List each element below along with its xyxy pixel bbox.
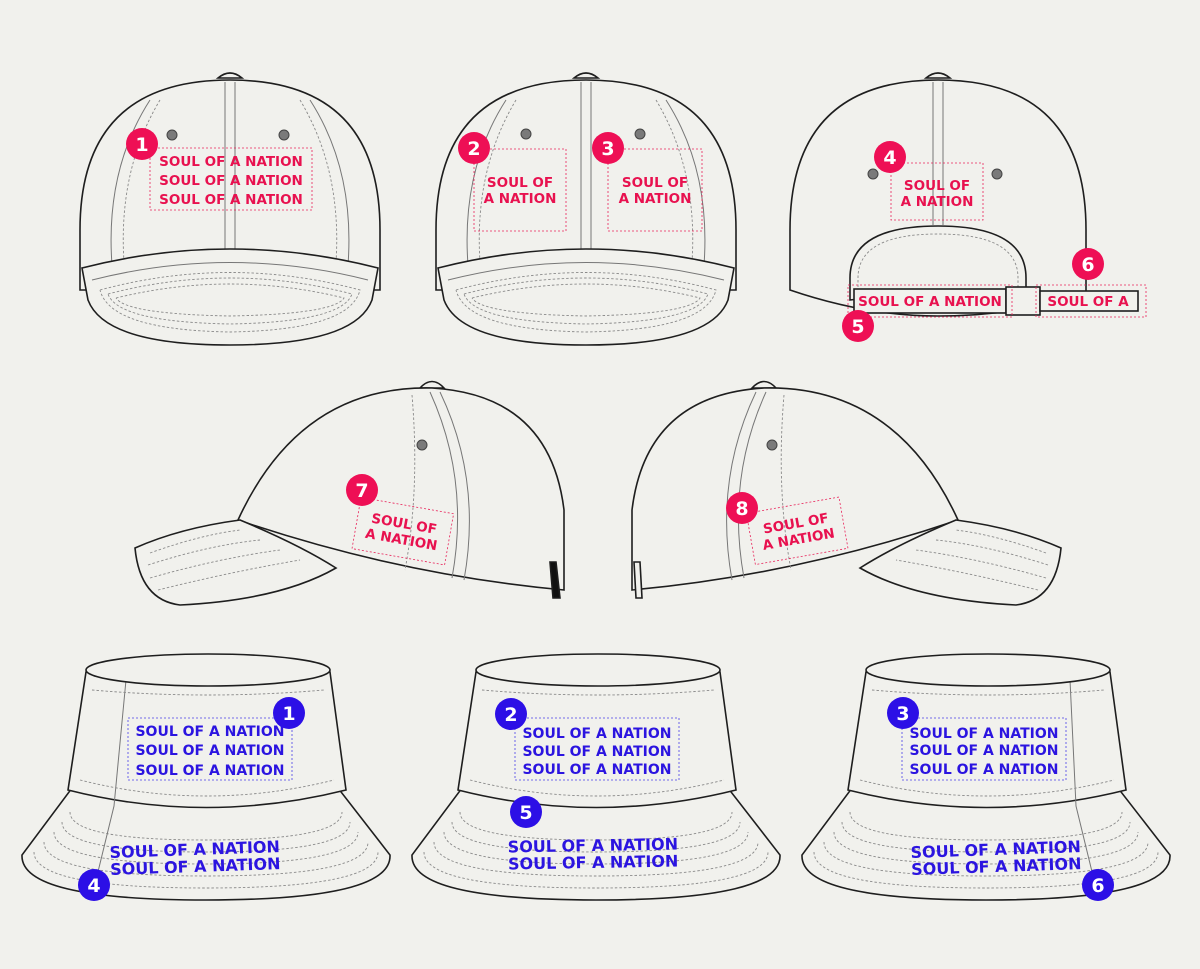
bucket-2-brim-text-line-1: SOUL OF A NATION [508, 835, 679, 857]
bucket-3-crown-text-line-1: SOUL OF A NATION [909, 726, 1058, 742]
cap-marker-4-label: 4 [883, 147, 896, 169]
cap-back-text-bottom: A NATION [901, 194, 974, 210]
cap-marker-8-label: 8 [735, 498, 748, 520]
bucket-marker-2: 2 [495, 698, 527, 730]
bucket-2-crown-text-line-3: SOUL OF A NATION [522, 762, 671, 778]
cap-strap-tail-text: SOUL OF A [1047, 294, 1129, 310]
cap-marker-1-label: 1 [135, 134, 148, 156]
bucket-2-brim-text-line-2: SOUL OF A NATION [508, 852, 679, 874]
bucket-3-crown-text-line-2: SOUL OF A NATION [909, 743, 1058, 759]
bucket-2-crown-text-line-1: SOUL OF A NATION [522, 726, 671, 742]
cap-marker-3-label: 3 [601, 138, 614, 160]
bucket-marker-4: 4 [78, 869, 110, 901]
bucket-1-crown-text-line-3: SOUL OF A NATION [135, 763, 284, 779]
bucket-marker-5-label: 5 [519, 802, 532, 824]
bucket-marker-5: 5 [510, 796, 542, 828]
bucket-1-crown-text-line-1: SOUL OF A NATION [135, 724, 284, 740]
cap-back-view: SOUL OF A NATION SOUL OF A NATION SOUL O… [789, 72, 1147, 342]
cap-marker-4: 4 [874, 141, 906, 173]
bucket-hat-left-view: SOUL OF A NATION SOUL OF A NATION SOUL O… [21, 653, 391, 901]
cap-marker-2: 2 [458, 132, 490, 164]
cap-back-text-top: SOUL OF [904, 178, 970, 194]
cap-front-text-line-3: SOUL OF A NATION [159, 192, 303, 208]
bucket-1-crown-text-line-2: SOUL OF A NATION [135, 743, 284, 759]
cap-left-panel-text-bottom: A NATION [484, 191, 557, 207]
bucket-marker-6: 6 [1082, 869, 1114, 901]
bucket-3-crown-text-line-3: SOUL OF A NATION [909, 762, 1058, 778]
bucket-marker-1: 1 [273, 697, 305, 729]
cap-marker-6: 6 [1072, 248, 1104, 280]
bucket-hat-right-view: SOUL OF A NATION SOUL OF A NATION SOUL O… [801, 653, 1171, 901]
cap-right-panel-text-top: SOUL OF [622, 175, 688, 191]
cap-left-panel-text-top: SOUL OF [487, 175, 553, 191]
bucket-marker-6-label: 6 [1091, 875, 1104, 897]
cap-marker-5-label: 5 [851, 316, 864, 338]
bucket-marker-3-label: 3 [896, 703, 909, 725]
cap-marker-7-label: 7 [355, 480, 368, 502]
cap-strap-text: SOUL OF A NATION [858, 294, 1002, 310]
cap-left-side-view: SOUL OF A NATION 7 [134, 380, 565, 606]
cap-marker-1: 1 [126, 128, 158, 160]
bucket-marker-2-label: 2 [504, 704, 517, 726]
cap-marker-6-label: 6 [1081, 254, 1094, 276]
cap-right-panel-text-bottom: A NATION [619, 191, 692, 207]
cap-front-text-line-1: SOUL OF A NATION [159, 154, 303, 170]
cap-front-split-view: SOUL OF A NATION SOUL OF A NATION 2 3 [435, 72, 737, 346]
cap-marker-8: 8 [726, 492, 758, 524]
cap-marker-2-label: 2 [467, 138, 480, 160]
bucket-2-crown-text-line-2: SOUL OF A NATION [522, 744, 671, 760]
cap-marker-5: 5 [842, 310, 874, 342]
bucket-hat-front-view: SOUL OF A NATION SOUL OF A NATION SOUL O… [411, 653, 781, 901]
bucket-marker-1-label: 1 [282, 703, 295, 725]
cap-marker-3: 3 [592, 132, 624, 164]
bucket-marker-3: 3 [887, 697, 919, 729]
bucket-marker-4-label: 4 [87, 875, 100, 897]
cap-front-text-line-2: SOUL OF A NATION [159, 173, 303, 189]
cap-right-side-view: SOUL OF A NATION 8 [631, 380, 1062, 606]
cap-front-view: SOUL OF A NATION SOUL OF A NATION SOUL O… [79, 72, 381, 346]
cap-marker-7: 7 [346, 474, 378, 506]
